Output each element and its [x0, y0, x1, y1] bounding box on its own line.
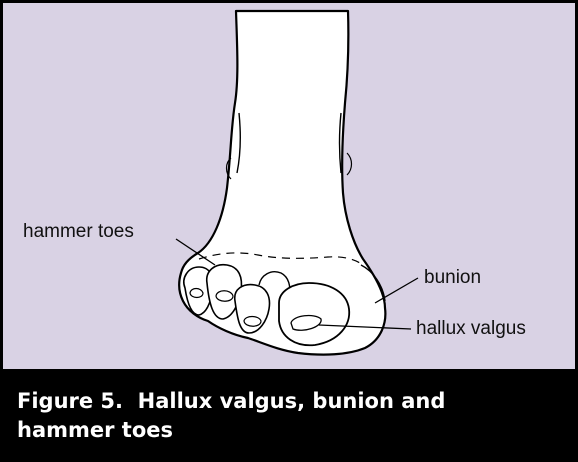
foot-illustration: hammer toes bunion hallux valgus	[3, 3, 575, 367]
small-toe-1-nail	[190, 289, 203, 298]
figure-caption-bar: Figure 5. Hallux valgus, bunion and hamm…	[3, 369, 575, 459]
small-toe-3-nail	[244, 317, 261, 327]
label-hallux-valgus: hallux valgus	[416, 318, 526, 339]
figure-caption: Figure 5. Hallux valgus, bunion and hamm…	[17, 387, 561, 445]
ankle-bone-right	[347, 153, 352, 175]
label-hammer-toes: hammer toes	[23, 221, 134, 242]
label-bunion: bunion	[424, 267, 481, 288]
small-toe-2-nail	[216, 291, 233, 302]
